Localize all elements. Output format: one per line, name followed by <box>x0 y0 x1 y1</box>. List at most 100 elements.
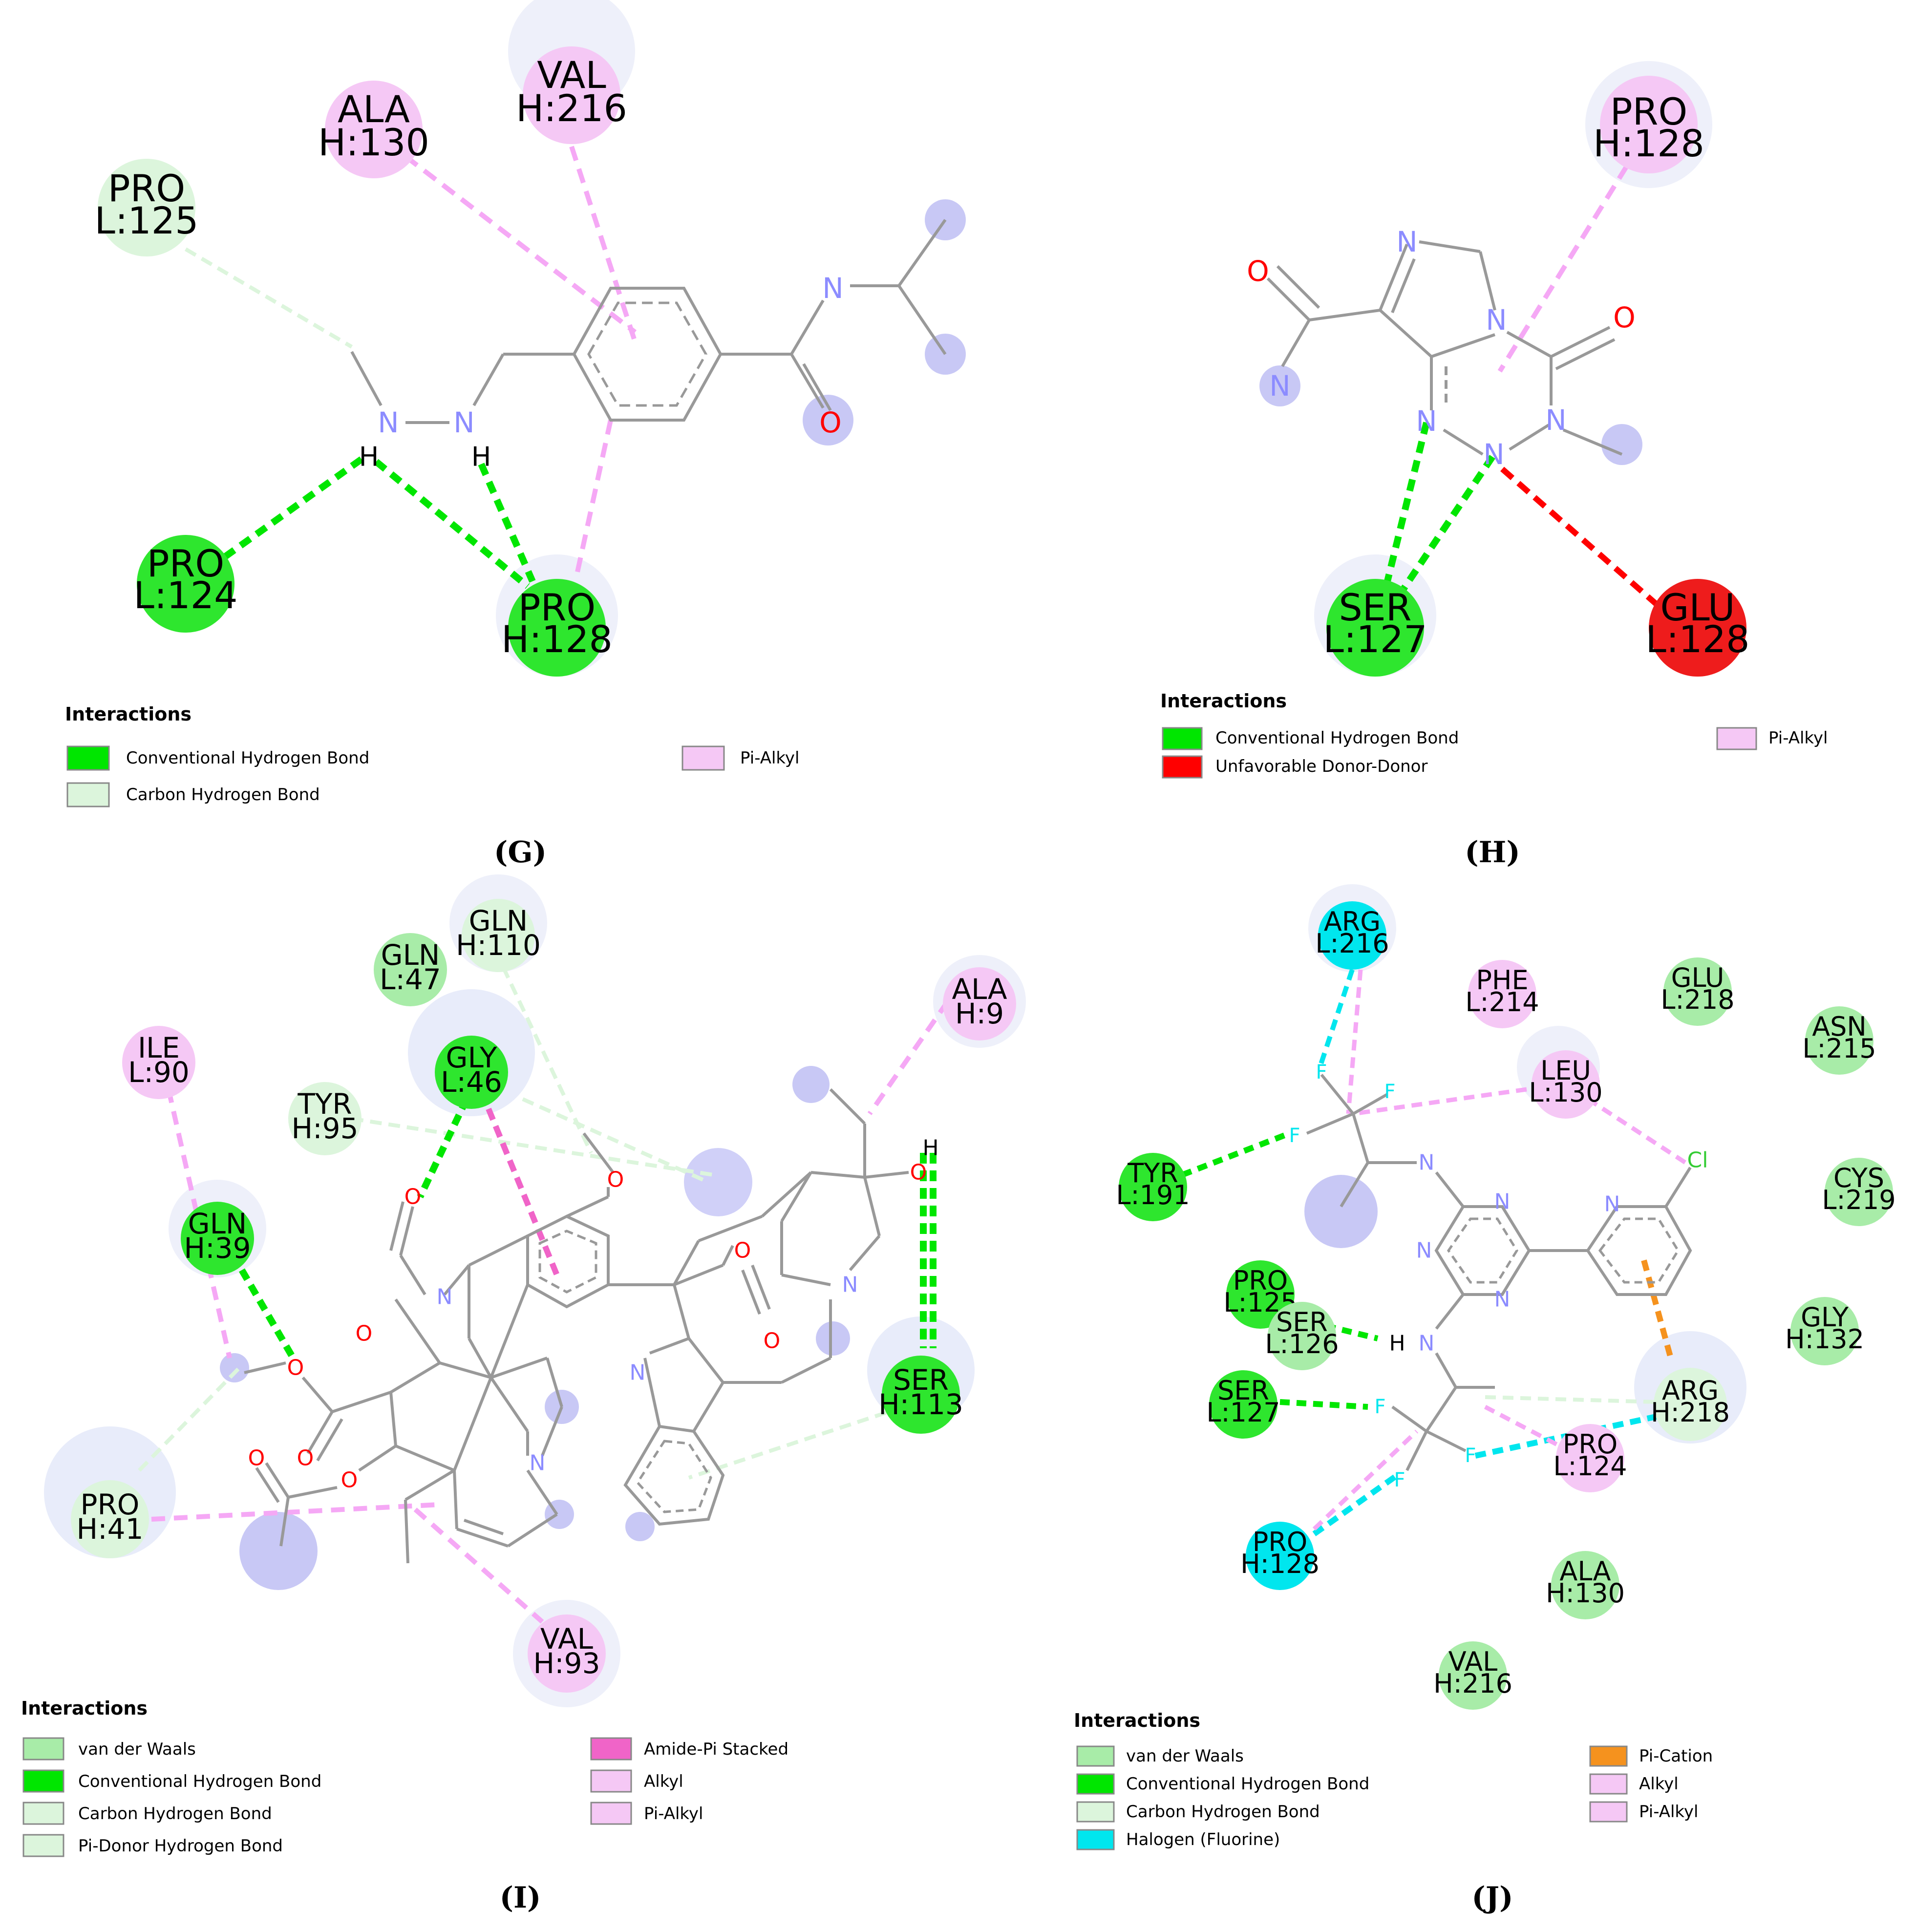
svg-text:H:128: H:128 <box>1240 1549 1320 1579</box>
atom-o: O <box>404 1185 422 1210</box>
svg-text:ARG: ARG <box>1662 1375 1719 1406</box>
residue-glu-l218: GLU L:218 <box>1661 957 1735 1026</box>
atom-n: N <box>1416 404 1437 438</box>
atom-n: N <box>1419 1150 1435 1175</box>
panel-g: N N H H N O ALA H:130 VAL H:216 PRO L:12… <box>65 0 966 870</box>
panel-i: N O O O O O O O N O H O O N N GLN H:110 … <box>21 874 1026 1915</box>
svg-text:L:127: L:127 <box>1206 1397 1280 1428</box>
svg-text:Unfavorable Donor-Donor: Unfavorable Donor-Donor <box>1215 757 1427 776</box>
atom-n: N <box>1483 438 1504 471</box>
svg-text:Carbon Hydrogen Bond: Carbon Hydrogen Bond <box>1126 1802 1320 1822</box>
svg-text:Pi-Donor Hydrogen Bond: Pi-Donor Hydrogen Bond <box>78 1836 283 1856</box>
residue-val-h216: VAL H:216 <box>1433 1641 1512 1710</box>
svg-text:ASN: ASN <box>1812 1011 1867 1042</box>
svg-text:L:128: L:128 <box>1645 617 1749 661</box>
svg-text:L:127: L:127 <box>1323 617 1427 661</box>
svg-text:H:130: H:130 <box>318 121 429 164</box>
atom-n: N <box>1419 1331 1435 1356</box>
residue-ala-h130: ALA H:130 <box>1546 1551 1625 1619</box>
atom-n: N <box>1545 403 1566 437</box>
atom-h: H <box>1389 1331 1405 1356</box>
atom-o: O <box>356 1321 373 1346</box>
atom-f: F <box>1394 1469 1405 1491</box>
panel-label-h: (H) <box>1465 835 1520 870</box>
residue-arg-h218: ARG H:218 <box>1651 1368 1730 1441</box>
residue-val-h93: VAL H:93 <box>528 1614 606 1693</box>
svg-text:L:191: L:191 <box>1116 1180 1190 1210</box>
svg-text:L:125: L:125 <box>94 199 198 242</box>
panel-h: N N N N N N O O PRO H:128 SER L:127 GLU … <box>1160 61 1828 870</box>
svg-text:H:132: H:132 <box>1785 1324 1864 1355</box>
svg-text:Interactions: Interactions <box>65 703 192 725</box>
residue-pro-h41: PRO H:41 <box>71 1480 149 1558</box>
residue-tyr-l191: TYR L:191 <box>1116 1153 1190 1221</box>
svg-text:H:110: H:110 <box>456 929 541 962</box>
svg-text:TYR: TYR <box>297 1087 352 1121</box>
svg-text:CYS: CYS <box>1833 1163 1884 1193</box>
atom-n: N <box>1604 1192 1620 1217</box>
svg-text:ALA: ALA <box>1559 1556 1611 1587</box>
svg-text:GLN: GLN <box>188 1207 247 1240</box>
atom-n: N <box>1416 1238 1432 1263</box>
svg-text:H:41: H:41 <box>77 1512 144 1546</box>
svg-text:PRO: PRO <box>1563 1429 1618 1460</box>
svg-text:Conventional Hydrogen Bond: Conventional Hydrogen Bond <box>1126 1774 1369 1794</box>
svg-text:Interactions: Interactions <box>1074 1710 1200 1731</box>
svg-text:Pi-Cation: Pi-Cation <box>1639 1746 1713 1766</box>
svg-text:Alkyl: Alkyl <box>644 1772 683 1791</box>
svg-text:L:126: L:126 <box>1265 1329 1339 1359</box>
svg-text:Conventional Hydrogen Bond: Conventional Hydrogen Bond <box>78 1772 321 1791</box>
svg-text:L:130: L:130 <box>1529 1077 1602 1108</box>
residue-ser-h113: SER H:113 <box>878 1356 963 1434</box>
atom-o: O <box>1613 301 1636 334</box>
svg-text:ARG: ARG <box>1324 906 1381 937</box>
svg-text:SER: SER <box>1217 1375 1269 1406</box>
residue-val-h216: VAL H:216 <box>516 46 627 144</box>
residue-gln-h110: GLN H:110 <box>456 899 541 972</box>
svg-text:PRO: PRO <box>1233 1265 1288 1296</box>
residue-ser-l126: SER L:126 <box>1265 1302 1339 1370</box>
svg-text:L:214: L:214 <box>1465 987 1539 1018</box>
atom-o: O <box>607 1168 624 1192</box>
legend-j: Interactions van der Waals Conventional … <box>1074 1710 1713 1850</box>
atom-f: F <box>1374 1396 1385 1418</box>
panel-label-g: (G) <box>494 835 547 870</box>
svg-text:Pi-Alkyl: Pi-Alkyl <box>1639 1802 1698 1822</box>
svg-text:H:216: H:216 <box>516 86 627 130</box>
residue-pro-l125: PRO L:125 <box>94 159 199 256</box>
svg-text:ALA: ALA <box>338 87 410 131</box>
svg-text:GLU: GLU <box>1660 586 1735 629</box>
residue-pro-l125: PRO L:125 <box>1223 1260 1298 1329</box>
svg-text:L:218: L:218 <box>1661 984 1734 1015</box>
svg-text:H:39: H:39 <box>184 1231 251 1265</box>
atom-n: N <box>437 1285 453 1310</box>
svg-text:H:130: H:130 <box>1546 1578 1625 1609</box>
atom-n: N <box>842 1273 858 1297</box>
atom-n: N <box>1486 303 1507 337</box>
svg-text:PRO: PRO <box>81 1488 140 1521</box>
svg-text:H:128: H:128 <box>1593 122 1704 165</box>
svg-text:Halogen (Fluorine): Halogen (Fluorine) <box>1126 1830 1280 1849</box>
svg-text:GLY: GLY <box>1801 1302 1849 1333</box>
svg-text:PRO: PRO <box>1610 90 1687 133</box>
residue-gly-h132: GLY H:132 <box>1785 1297 1864 1365</box>
svg-text:H:9: H:9 <box>955 997 1004 1030</box>
atom-h: H <box>359 442 379 472</box>
residue-ile-l90: ILE L:90 <box>122 1026 195 1099</box>
atom-o: O <box>1247 255 1269 288</box>
svg-text:van der Waals: van der Waals <box>1126 1746 1244 1766</box>
residue-gln-h39: GLN H:39 <box>181 1202 254 1275</box>
atom-o: O <box>341 1468 358 1493</box>
svg-text:L:46: L:46 <box>441 1065 502 1099</box>
svg-text:GLN: GLN <box>469 904 528 937</box>
svg-text:PRO: PRO <box>1253 1527 1308 1557</box>
svg-text:VAL: VAL <box>1448 1646 1498 1677</box>
atom-cl: Cl <box>1687 1148 1708 1173</box>
svg-text:ALA: ALA <box>952 973 1007 1006</box>
svg-text:SER: SER <box>893 1363 949 1397</box>
residue-gly-l46: GLY L:46 <box>435 1036 508 1109</box>
svg-text:LEU: LEU <box>1540 1055 1591 1086</box>
residue-gln-l47: GLN L:47 <box>374 933 447 1006</box>
svg-text:Pi-Alkyl: Pi-Alkyl <box>1768 728 1828 748</box>
